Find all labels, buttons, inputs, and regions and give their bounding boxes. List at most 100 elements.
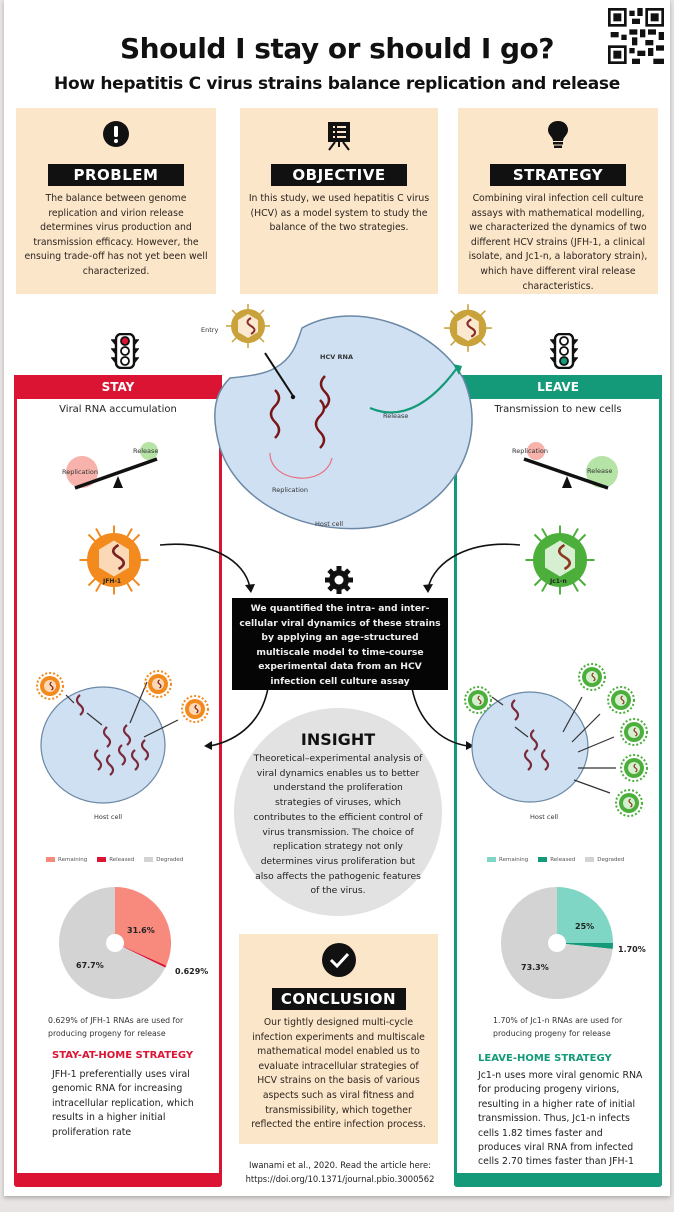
legend-label: Released bbox=[109, 857, 135, 863]
stay-subtitle: Viral RNA accumulation bbox=[59, 404, 177, 415]
leave-balance-scale bbox=[523, 442, 618, 490]
page-subtitle: How hepatitis C virus strains balance re… bbox=[54, 74, 620, 94]
pie-hole bbox=[548, 934, 566, 952]
objective-text: In this study, we used hepatitis C virus… bbox=[248, 193, 430, 234]
stay-replication-label: Replication bbox=[62, 468, 98, 476]
leave-progeny-virion-4 bbox=[620, 718, 648, 746]
central-host-cell bbox=[214, 315, 473, 530]
objective-card: OBJECTIVE In this study, we used hepatit… bbox=[240, 108, 438, 294]
stay-caption: 0.629% of JFH-1 RNAs are used for produc… bbox=[48, 1016, 184, 1038]
legend-swatch bbox=[144, 857, 154, 862]
insight-text: Theoretical–experimental analysis of vir… bbox=[253, 753, 423, 897]
stay-pct-remaining: 31.6% bbox=[127, 926, 155, 935]
entry-label: Entry bbox=[201, 326, 219, 334]
citation: Iwanami et al., 2020. Read the article h… bbox=[226, 1158, 454, 1186]
pie-hole bbox=[106, 934, 124, 952]
leave-header: LEAVE bbox=[454, 375, 662, 399]
citation-doi-link[interactable]: https://doi.org/10.1371/journal.pbio.300… bbox=[245, 1174, 435, 1184]
legend-swatch bbox=[97, 857, 107, 862]
legend-label: Degraded bbox=[597, 857, 625, 863]
leave-strategy-title: LEAVE-HOME STRATEGY bbox=[478, 1053, 612, 1064]
insight-circle bbox=[234, 708, 442, 916]
leave-release-label: Release bbox=[587, 467, 613, 475]
objective-label: OBJECTIVE bbox=[271, 164, 407, 186]
replication-label: Replication bbox=[272, 486, 308, 494]
leave-caption: 1.70% of Jc1-n RNAs are used for produci… bbox=[493, 1016, 623, 1038]
stay-balance-scale bbox=[66, 442, 158, 490]
leave-replication-label: Replication bbox=[512, 447, 548, 455]
leave-pct-released: 1.70% bbox=[618, 945, 646, 954]
pie-slice-remaining bbox=[115, 887, 171, 966]
exclamation-icon bbox=[103, 121, 129, 147]
checkmark-icon bbox=[321, 943, 356, 977]
pie-slice-released bbox=[115, 943, 167, 968]
leave-pie-legend: Remaining Released Degraded bbox=[487, 857, 624, 863]
stay-host-cell bbox=[40, 681, 179, 804]
method-box: We quantified the intra- and inter-cellu… bbox=[232, 598, 448, 690]
strategy-text: Combining viral infection cell culture a… bbox=[468, 193, 648, 292]
host-cell-label: Host cell bbox=[315, 520, 344, 528]
legend-swatch bbox=[538, 857, 548, 862]
leave-host-cell-label: Host cell bbox=[530, 813, 559, 821]
connector-arrows bbox=[159, 543, 521, 750]
strategy-card: STRATEGY Combining viral infection cell … bbox=[458, 108, 658, 294]
leave-pct-degraded: 73.3% bbox=[521, 963, 549, 972]
jc1n-label: Jc1-n bbox=[550, 578, 567, 585]
leave-host-cell bbox=[471, 691, 589, 803]
presentation-board-icon bbox=[328, 122, 350, 151]
leave-progeny-virion-2 bbox=[578, 663, 606, 691]
legend-label: Degraded bbox=[156, 857, 184, 863]
gear-icon bbox=[325, 566, 353, 594]
stay-progeny-virion-2 bbox=[144, 670, 172, 698]
stay-progeny-virion-1 bbox=[36, 672, 64, 700]
legend-degraded: Degraded bbox=[144, 857, 183, 863]
legend-remaining: Remaining bbox=[46, 857, 87, 863]
conclusion-text: Our tightly designed multi-cycle infecti… bbox=[251, 1017, 426, 1131]
stay-pct-released: 0.629% bbox=[175, 967, 209, 976]
legend-swatch bbox=[487, 857, 496, 862]
stay-panel bbox=[14, 375, 222, 1187]
leave-pie-chart bbox=[501, 887, 613, 999]
stay-pie-legend: Remaining Released Degraded bbox=[46, 857, 183, 863]
virion-release-icon bbox=[444, 304, 492, 352]
legend-degraded: Degraded bbox=[585, 857, 624, 863]
leave-strategy-text: Jc1-n uses more viral genomic RNA for pr… bbox=[478, 1070, 643, 1168]
traffic-light-red-icon bbox=[111, 333, 139, 369]
stay-pie-chart bbox=[59, 887, 171, 999]
legend-released: Released bbox=[97, 857, 134, 863]
problem-text: The balance between genome replication a… bbox=[24, 193, 208, 277]
virion-entry-icon bbox=[226, 304, 270, 348]
stay-release-label: Release bbox=[133, 447, 159, 455]
pie-slice-remaining bbox=[557, 887, 613, 943]
leave-pct-remaining: 25% bbox=[575, 922, 595, 931]
leave-release-lines bbox=[562, 696, 616, 794]
qr-code-icon[interactable] bbox=[608, 8, 664, 64]
stay-host-cell-label: Host cell bbox=[94, 813, 123, 821]
leave-panel bbox=[454, 375, 662, 1187]
hcv-rna-label: HCV RNA bbox=[320, 353, 353, 361]
jc1n-virion-icon bbox=[525, 525, 595, 595]
insight-title: INSIGHT bbox=[300, 730, 376, 749]
jfh1-label: JFH-1 bbox=[103, 578, 122, 585]
leave-progeny-virion-3 bbox=[607, 686, 635, 714]
leave-progeny-virion-1 bbox=[464, 686, 492, 714]
leave-progeny-virion-6 bbox=[615, 789, 643, 817]
stay-strategy-title: STAY-AT-HOME STRATEGY bbox=[52, 1050, 194, 1061]
leave-progeny-virion-5 bbox=[620, 754, 648, 782]
lightbulb-icon bbox=[548, 121, 568, 148]
jfh1-virion-icon bbox=[79, 525, 149, 595]
stay-progeny-virion-3 bbox=[181, 695, 209, 723]
strategy-label: STRATEGY bbox=[490, 164, 626, 186]
legend-remaining: Remaining bbox=[487, 857, 528, 863]
citation-text: Iwanami et al., 2020. Read the article h… bbox=[249, 1160, 431, 1170]
stay-header: STAY bbox=[14, 375, 222, 399]
legend-swatch bbox=[46, 857, 55, 862]
stay-strategy-text: JFH-1 preferentially uses viral genomic … bbox=[52, 1069, 194, 1138]
leave-subtitle: Transmission to new cells bbox=[494, 404, 622, 415]
conclusion-label: CONCLUSION bbox=[271, 988, 406, 1010]
legend-released: Released bbox=[538, 857, 575, 863]
problem-card: PROBLEM The balance between genome repli… bbox=[16, 108, 216, 294]
problem-label: PROBLEM bbox=[48, 164, 184, 186]
release-label: Release bbox=[383, 412, 409, 420]
legend-swatch bbox=[585, 857, 595, 862]
